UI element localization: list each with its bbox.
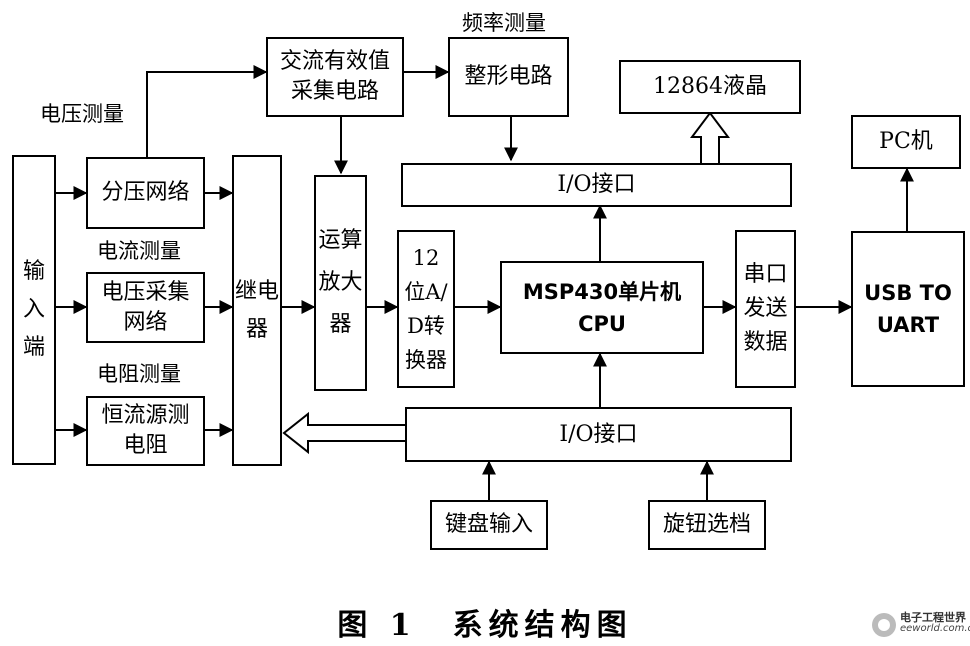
bus-arrow-iobottom-relay bbox=[282, 411, 405, 455]
watermark-line1: 电子工程世界 bbox=[900, 611, 966, 624]
eeworld-logo-icon bbox=[872, 613, 896, 637]
relay-block: 继电器 bbox=[232, 155, 282, 466]
serial-send-block: 串口发送数据 bbox=[735, 230, 796, 388]
knob-select-block: 旋钮选档 bbox=[648, 500, 766, 550]
divider-network-block: 分压网络 bbox=[86, 157, 205, 229]
ac-rms-block: 交流有效值采集电路 bbox=[266, 37, 404, 117]
current-measure-label: 电流测量 bbox=[97, 239, 181, 263]
frequency-measure-label: 频率测量 bbox=[462, 11, 546, 35]
watermark-line2: eeworld.com.cn bbox=[900, 623, 970, 634]
io-interface-top: I/O接口 bbox=[401, 163, 792, 207]
pc-block: PC机 bbox=[851, 115, 961, 169]
resistance-measure-label: 电阻测量 bbox=[97, 362, 181, 386]
usb-to-uart-block: USB TO UART bbox=[851, 231, 965, 387]
voltage-measure-label: 电压测量 bbox=[40, 102, 124, 126]
constant-current-block: 恒流源测电阻 bbox=[86, 396, 205, 466]
input-terminal-block: 输入端 bbox=[12, 155, 56, 465]
keyboard-input-block: 键盘输入 bbox=[430, 500, 548, 550]
io-interface-bottom: I/O接口 bbox=[405, 407, 792, 462]
figure-caption: 图 1 系统结构图 bbox=[337, 608, 633, 643]
voltage-sampling-block: 电压采集网络 bbox=[86, 272, 205, 343]
bus-arrow-iotop-lcd bbox=[690, 111, 730, 163]
adc-block: 12位A/D转换器 bbox=[397, 230, 455, 388]
mcu-cpu-block: MSP430单片机 CPU bbox=[500, 261, 704, 354]
shaping-circuit-block: 整形电路 bbox=[448, 37, 569, 117]
amplifier-block: 运算放大器 bbox=[314, 175, 367, 391]
arrow-divider-acrms bbox=[146, 65, 268, 157]
lcd-block: 12864液晶 bbox=[619, 60, 801, 114]
